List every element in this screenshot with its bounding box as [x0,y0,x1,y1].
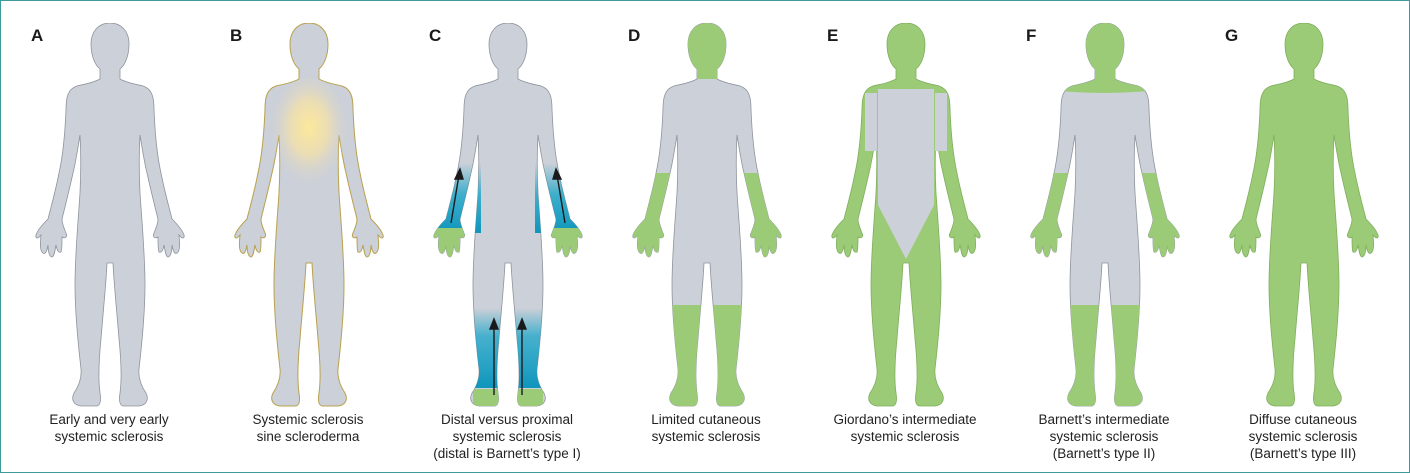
panel-caption: Giordano’s intermediate systemic scleros… [801,411,1009,445]
caption-line: systemic sclerosis [1199,428,1407,445]
caption-line: Early and very early [5,411,213,428]
panel-c: C Distal versus pr [409,1,605,474]
internal-organ-glow [271,78,347,188]
caption-line: Limited cutaneous [602,411,810,428]
caption-line: systemic sclerosis [801,428,1009,445]
body-figure-distal-proximal [433,23,583,409]
body-figure-barnett-type-2 [1030,23,1180,409]
left-forearm-green [632,173,672,273]
caption-line: Giordano’s intermediate [801,411,1009,428]
panel-caption: Barnett’s intermediate systemic sclerosi… [1000,411,1208,462]
caption-line: systemic sclerosis [602,428,810,445]
lower-legs-green [1065,305,1145,409]
panel-caption: Limited cutaneous systemic sclerosis [602,411,810,445]
caption-line: systemic sclerosis [1000,428,1208,445]
panel-g: G Diffuse cutaneous systemic sclerosis (… [1205,1,1401,474]
panel-b: B Systemic sclerosis sine scleroderma [210,1,406,474]
caption-line: (Barnett’s type III) [1199,445,1407,462]
caption-line: systemic sclerosis [403,428,611,445]
right-upper-arm-spared [935,93,947,151]
left-hand-green [433,228,473,268]
lower-legs-green [667,305,747,409]
lower-legs-blue [473,308,543,388]
caption-line: systemic sclerosis [5,428,213,445]
left-forearm-green [1030,173,1070,273]
body-figure-internal-organs [234,23,384,409]
right-forearm-green [742,173,782,273]
caption-line: (distal is Barnett’s type I) [403,445,611,462]
head-neck-green [1030,23,1180,93]
body-figure-giordano [831,23,981,409]
body-figure-diffuse [1229,23,1379,409]
caption-line: Distal versus proximal [403,411,611,428]
body-figure-baseline [35,23,185,409]
panel-caption: Systemic sclerosis sine scleroderma [204,411,412,445]
caption-line: (Barnett’s type II) [1000,445,1208,462]
feet-green [473,389,543,409]
panel-caption: Distal versus proximal systemic sclerosi… [403,411,611,462]
panel-e: E Giordano’s intermediate systemic scler… [807,1,1003,474]
body-figure-limited [632,23,782,409]
caption-line: Barnett’s intermediate [1000,411,1208,428]
left-upper-arm-spared [865,93,877,151]
panel-d: D Limited cutaneous systemic sclerosis [608,1,804,474]
panel-f: F Barnett’s intermediate systemic sclero… [1006,1,1202,474]
caption-line: Systemic sclerosis [204,411,412,428]
panel-caption: Early and very early systemic sclerosis [5,411,213,445]
right-forearm-green [1140,173,1180,273]
panel-a: A Early and very early systemic sclerosi… [11,1,207,474]
caption-line: sine scleroderma [204,428,412,445]
caption-line: Diffuse cutaneous [1199,411,1407,428]
panel-caption: Diffuse cutaneous systemic sclerosis (Ba… [1199,411,1407,462]
right-hand-green [543,228,583,268]
